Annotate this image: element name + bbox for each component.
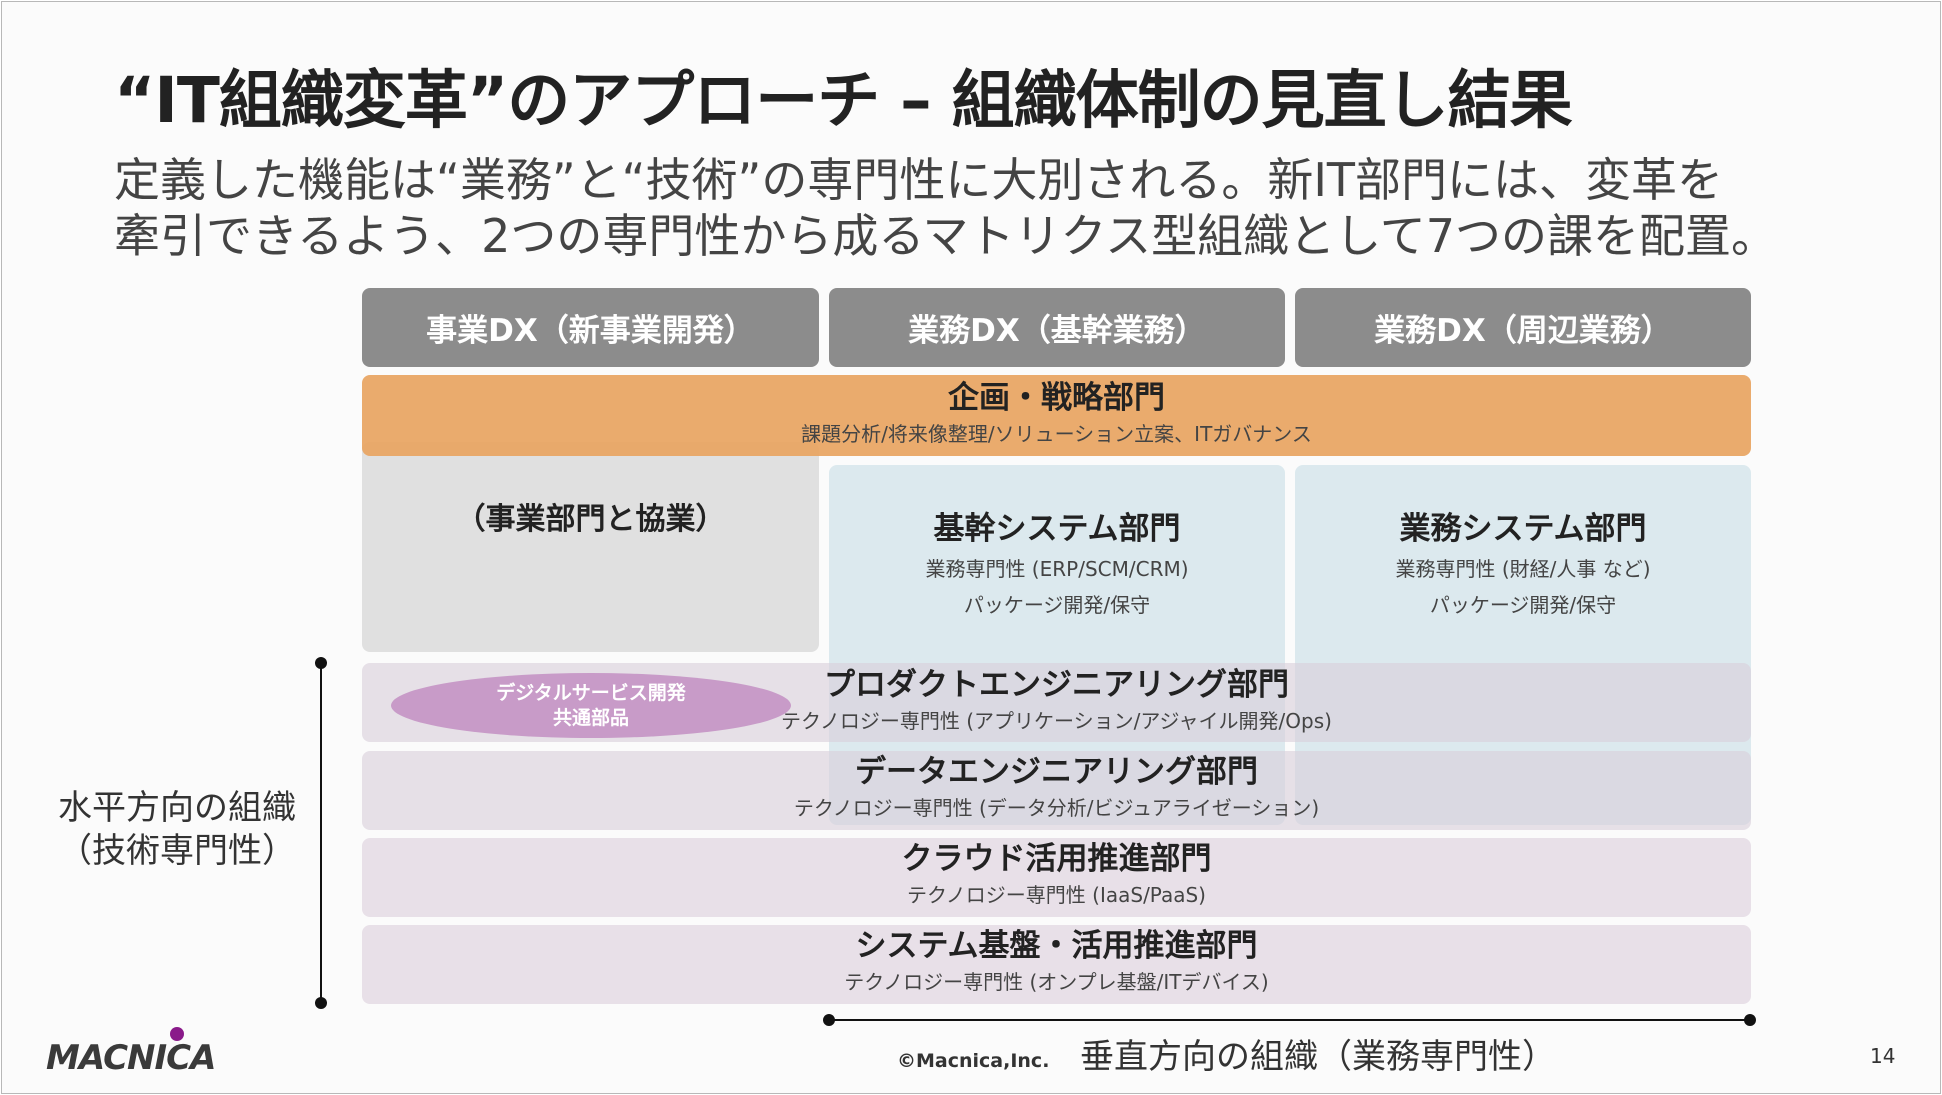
collab-label: （事業部門と協業） (455, 502, 726, 537)
tech-product-desc: テクノロジー専門性 (アプリケーション/アジャイル開発/Ops) (781, 709, 1332, 733)
column-header-core-business-dx: 業務DX（基幹業務） (829, 288, 1285, 367)
subtitle-line-1: 定義した機能は“業務”と“技術”の専門性に大別される。新IT部門には、変革を (114, 153, 1723, 207)
horizontal-org-axis-dot-top (315, 657, 327, 669)
macnica-logo-dot (170, 1027, 184, 1041)
tech-infra-text: システム基盤・活用推進部門 テクノロジー専門性 (オンプレ基盤/ITデバイス) (362, 926, 1751, 998)
biz-system-desc: 業務専門性 (財経/人事 など) (1395, 557, 1651, 581)
tech-data-desc: テクノロジー専門性 (データ分析/ビジュアライゼーション) (793, 796, 1320, 820)
horizontal-org-label: 水平方向の組織 （技術専門性） (42, 787, 312, 873)
horizontal-org-axis-line (320, 664, 322, 1004)
tech-cloud-text: クラウド活用推進部門 テクノロジー専門性 (IaaS/PaaS) (362, 839, 1751, 911)
biz-system-desc-2: パッケージ開発/保守 (1429, 593, 1617, 617)
horizontal-org-label-line-2: （技術専門性） (58, 831, 296, 871)
core-system-desc-2: パッケージ開発/保守 (963, 593, 1151, 617)
tech-cloud-desc: テクノロジー専門性 (IaaS/PaaS) (907, 883, 1206, 907)
tech-cloud-name: クラウド活用推進部門 (901, 841, 1212, 877)
biz-system-name: 業務システム部門 (1399, 511, 1647, 547)
core-system-desc: 業務専門性 (ERP/SCM/CRM) (925, 557, 1189, 581)
tech-product-name: プロダクトエンジニアリング部門 (824, 667, 1289, 703)
page-number: 14 (1870, 1044, 1896, 1068)
tech-band-cloud (362, 838, 1751, 917)
core-system-name: 基幹システム部門 (933, 511, 1181, 547)
planning-text: 企画・戦略部門 課題分析/将来像整理/ソリューション立案、ITガバナンス (362, 377, 1751, 449)
planning-name: 企画・戦略部門 (948, 380, 1165, 416)
macnica-logo: MACNICA (46, 1038, 216, 1078)
planning-band (362, 375, 1751, 456)
copyright: ©Macnica,Inc. (897, 1050, 1050, 1072)
planning-desc: 課題分析/将来像整理/ソリューション立案、ITガバナンス (801, 422, 1312, 446)
tech-data-name: データエンジニアリング部門 (855, 754, 1258, 790)
slide-subtitle: 定義した機能は“業務”と“技術”の専門性に大別される。新IT部門には、変革を 牽… (114, 152, 1777, 264)
column-header-peripheral-business-dx: 業務DX（周辺業務） (1295, 288, 1751, 367)
digital-service-line-2: 共通部品 (552, 706, 629, 729)
subtitle-line-2: 牽引できるよう、2つの専門性から成るマトリクス型組織として7つの課を配置。 (114, 209, 1778, 263)
slide-title: “IT組織変革”のアプローチ – 組織体制の見直し結果 (114, 64, 1573, 137)
horizontal-org-axis-dot-bottom (315, 997, 327, 1009)
core-system-text: 基幹システム部門 業務専門性 (ERP/SCM/CRM) パッケージ開発/保守 (829, 507, 1285, 623)
tech-product-text: プロダクトエンジニアリング部門 テクノロジー専門性 (アプリケーション/アジャイ… (362, 665, 1751, 737)
digital-service-ellipse: デジタルサービス開発 共通部品 (391, 673, 791, 738)
vertical-org-axis-dot-left (823, 1014, 835, 1026)
vertical-org-axis-dot-right (1744, 1014, 1756, 1026)
horizontal-org-label-line-1: 水平方向の組織 (58, 788, 296, 828)
tech-data-text: データエンジニアリング部門 テクノロジー専門性 (データ分析/ビジュアライゼーシ… (362, 752, 1751, 824)
tech-band-data (362, 751, 1751, 830)
biz-system-text: 業務システム部門 業務専門性 (財経/人事 など) パッケージ開発/保守 (1295, 507, 1751, 623)
tech-band-infra (362, 925, 1751, 1004)
collab-panel (362, 442, 819, 652)
tech-infra-name: システム基盤・活用推進部門 (855, 928, 1258, 964)
tech-infra-desc: テクノロジー専門性 (オンプレ基盤/ITデバイス) (844, 970, 1269, 994)
column-header-new-business-dx: 事業DX（新事業開発） (362, 288, 819, 367)
vertical-org-axis-line (828, 1019, 1751, 1021)
digital-service-line-1: デジタルサービス開発 (496, 681, 686, 704)
vertical-org-label: 垂直方向の組織（業務専門性） (1080, 1037, 1556, 1077)
